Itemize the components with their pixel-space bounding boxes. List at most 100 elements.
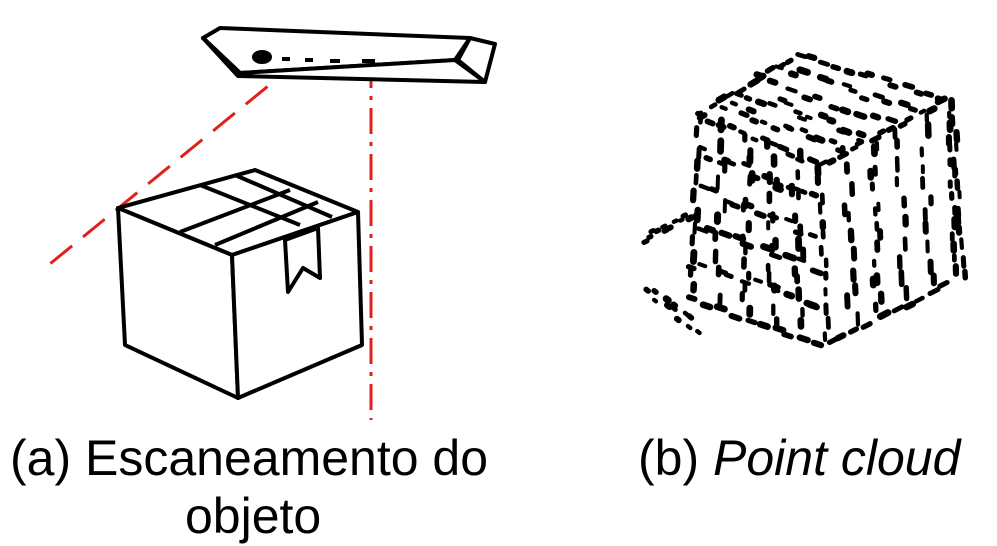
point-cloud-segment bbox=[749, 110, 754, 112]
point-cloud-segment bbox=[743, 244, 751, 247]
point-cloud-segment bbox=[719, 97, 724, 100]
point-cloud-segment bbox=[760, 324, 767, 326]
point-cloud-segment bbox=[961, 239, 962, 248]
point-cloud-segment bbox=[695, 223, 696, 233]
point-cloud-segment bbox=[668, 306, 670, 307]
point-cloud-segment bbox=[666, 299, 668, 301]
point-cloud-segment bbox=[844, 84, 850, 86]
point-cloud-segment bbox=[957, 132, 958, 140]
point-cloud-segment bbox=[689, 218, 692, 219]
point-cloud-segment bbox=[654, 300, 656, 301]
point-cloud-segment bbox=[884, 101, 889, 103]
point-cloud-segment bbox=[798, 54, 806, 56]
point-cloud-segment bbox=[890, 85, 895, 87]
point-cloud-segment bbox=[907, 118, 911, 120]
box-icon bbox=[118, 170, 362, 398]
point-cloud-segment bbox=[802, 191, 805, 192]
point-cloud-segment bbox=[821, 115, 825, 117]
point-cloud-segment bbox=[663, 226, 666, 227]
point-cloud-segment bbox=[843, 130, 849, 132]
point-cloud-segment bbox=[748, 320, 755, 322]
point-cloud-segment bbox=[745, 204, 752, 207]
point-cloud-segment bbox=[700, 147, 705, 149]
point-cloud-segment bbox=[693, 252, 694, 261]
point-cloud-segment bbox=[770, 81, 775, 83]
point-cloud-segment bbox=[884, 78, 890, 80]
point-cloud-segment bbox=[668, 227, 671, 229]
point-cloud-segment bbox=[688, 326, 690, 328]
point-cloud-segment bbox=[963, 258, 964, 267]
point-cloud-segment bbox=[830, 120, 833, 121]
point-cloud-segment bbox=[752, 120, 756, 121]
point-cloud-segment bbox=[851, 329, 857, 332]
point-cloud-segment bbox=[707, 228, 713, 230]
point-cloud-segment bbox=[768, 68, 774, 71]
point-cloud-segment bbox=[916, 298, 922, 301]
point-cloud-segment bbox=[699, 264, 705, 266]
point-cloud-segment bbox=[954, 159, 955, 168]
point-cloud-segment bbox=[810, 235, 815, 237]
point-cloud-segment bbox=[788, 89, 796, 92]
point-cloud-segment bbox=[901, 103, 907, 105]
point-cloud-segment bbox=[812, 194, 816, 196]
point-cloud-segment bbox=[644, 241, 647, 243]
point-cloud-segment bbox=[674, 221, 677, 222]
point-cloud-segment bbox=[788, 154, 793, 156]
point-cloud-segment bbox=[852, 147, 856, 149]
point-cloud-segment bbox=[804, 97, 810, 99]
point-cloud-segment bbox=[712, 189, 717, 191]
point-cloud-segment bbox=[741, 113, 747, 115]
point-cloud-segment bbox=[888, 119, 895, 122]
point-cloud-segment bbox=[856, 114, 864, 117]
point-cloud-segment bbox=[809, 56, 815, 58]
point-cloud-segment bbox=[674, 304, 676, 305]
point-cloud-segment bbox=[731, 316, 739, 319]
point-cloud-segment bbox=[814, 343, 821, 345]
point-cloud-segment bbox=[700, 115, 705, 118]
point-cloud-segment bbox=[725, 160, 728, 161]
point-cloud-segment bbox=[730, 126, 734, 128]
point-cloud-segment bbox=[762, 122, 765, 123]
point-cloud-segment bbox=[827, 80, 831, 81]
point-cloud-segment bbox=[813, 270, 821, 273]
point-cloud-segment bbox=[773, 289, 778, 291]
point-cloud-segment bbox=[701, 186, 709, 189]
point-cloud-segment bbox=[807, 117, 811, 118]
point-cloud-segment bbox=[859, 133, 863, 135]
point-cloud-segment bbox=[727, 93, 732, 96]
point-cloud-segment bbox=[751, 80, 758, 84]
point-cloud-segment bbox=[907, 304, 913, 307]
point-cloud-segment bbox=[772, 255, 780, 258]
point-cloud-icon bbox=[644, 54, 965, 345]
point-cloud-segment bbox=[851, 90, 856, 91]
point-cloud-segment bbox=[926, 93, 931, 95]
point-cloud-segment bbox=[786, 219, 792, 221]
point-cloud-segment bbox=[821, 162, 826, 165]
point-cloud-segment bbox=[917, 92, 922, 93]
point-cloud-segment bbox=[722, 107, 726, 109]
point-cloud-segment bbox=[773, 128, 777, 130]
point-cloud-segment bbox=[921, 111, 925, 113]
point-cloud-segment bbox=[649, 236, 651, 237]
point-cloud-segment bbox=[787, 60, 791, 62]
point-cloud-segment bbox=[786, 255, 794, 258]
point-cloud-segment bbox=[708, 121, 713, 123]
point-cloud-segment bbox=[894, 307, 902, 311]
point-cloud-segment bbox=[771, 143, 777, 145]
point-cloud-segment bbox=[791, 74, 795, 75]
point-cloud-segment bbox=[905, 85, 912, 87]
point-cloud-segment bbox=[786, 103, 792, 105]
point-cloud-segment bbox=[863, 324, 870, 328]
point-cloud-segment bbox=[770, 103, 776, 105]
point-cloud-segment bbox=[699, 149, 700, 158]
point-cloud-segment bbox=[847, 295, 848, 306]
point-cloud-segment bbox=[758, 102, 764, 104]
caption-scan-line-2: objeto bbox=[185, 486, 321, 546]
point-cloud-segment bbox=[829, 161, 833, 163]
point-cloud-segment bbox=[753, 139, 757, 141]
point-cloud-segment bbox=[901, 124, 905, 126]
point-cloud-segment bbox=[816, 138, 822, 140]
point-cloud-segment bbox=[757, 75, 762, 77]
point-cloud-segment bbox=[788, 128, 792, 129]
point-cloud-segment bbox=[930, 109, 935, 111]
